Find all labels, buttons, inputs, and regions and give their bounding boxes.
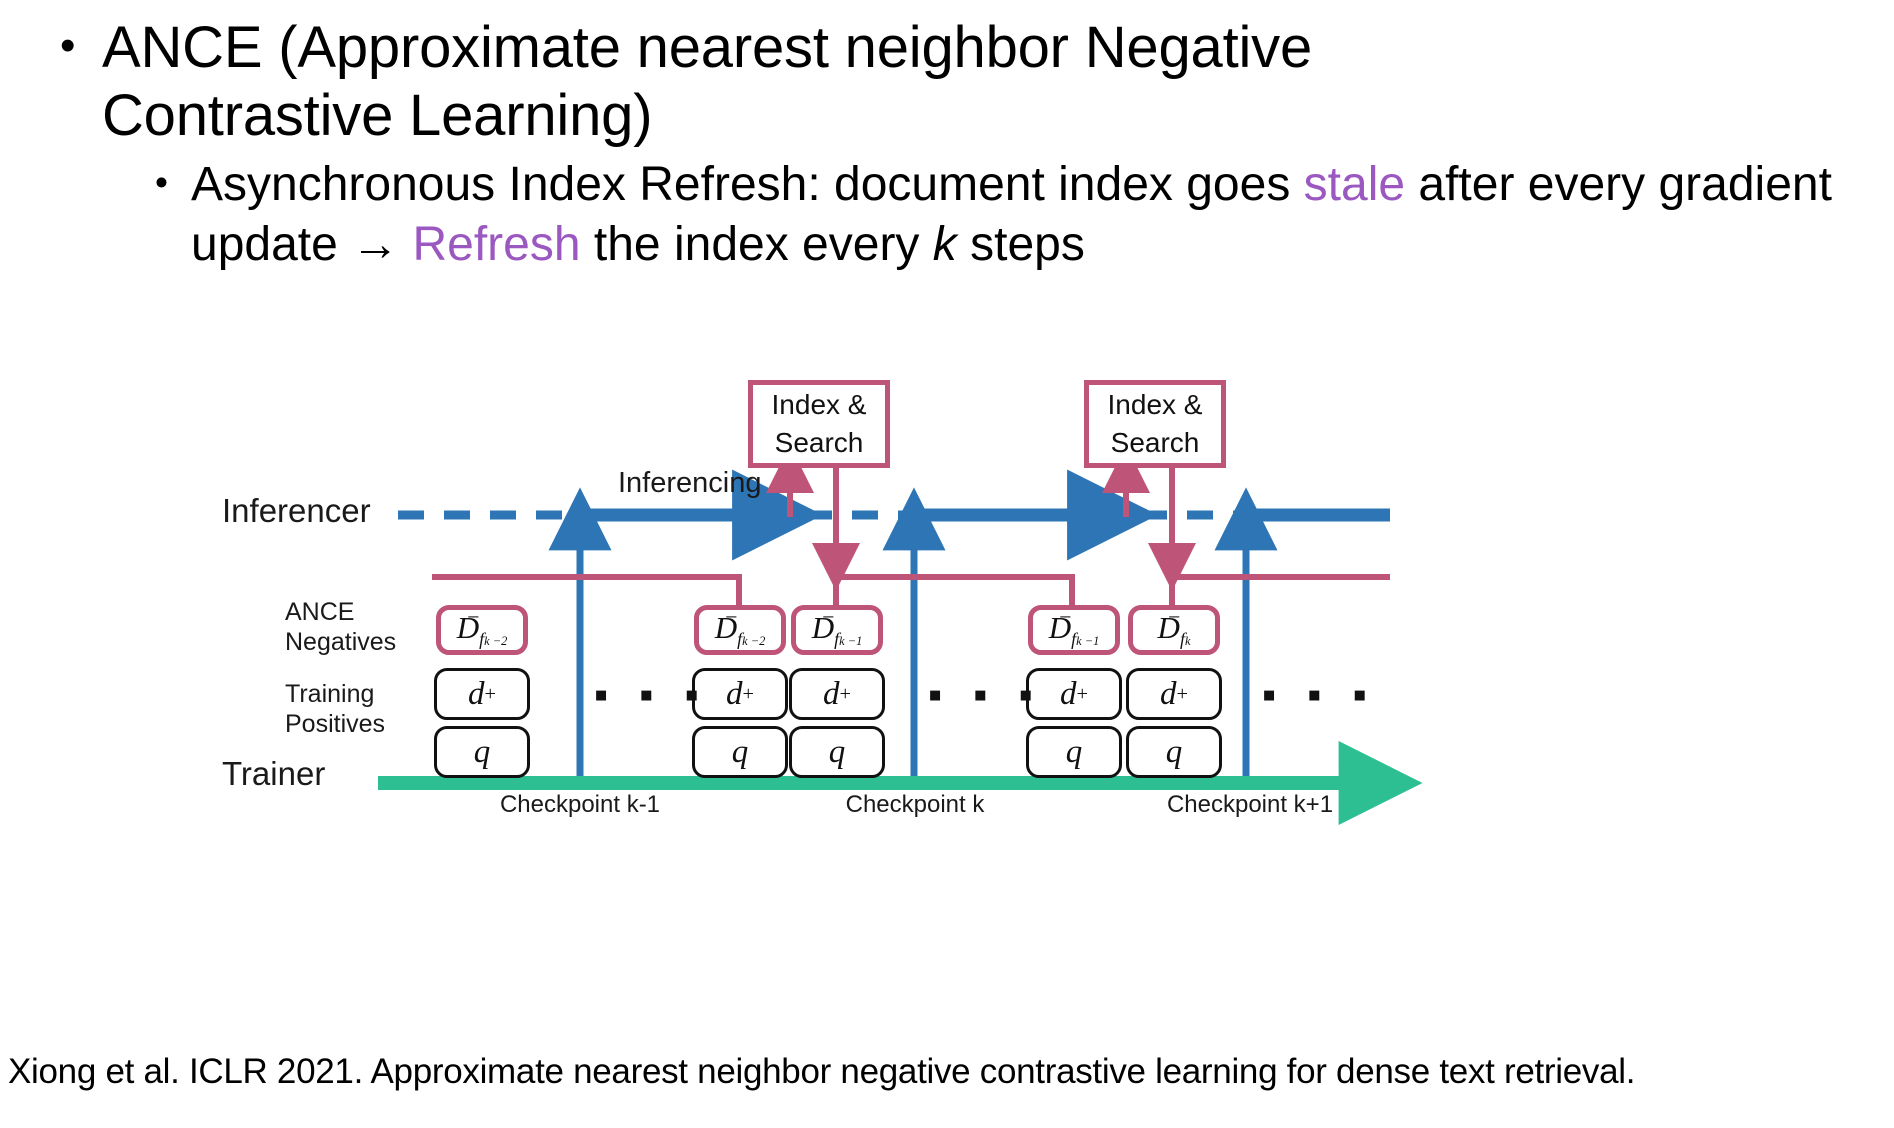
- training-positives-label-line2: Positives: [285, 709, 386, 738]
- positive-symbol: d: [1059, 675, 1077, 712]
- neg-box-2-sub-f: f: [834, 629, 840, 650]
- bullet2-part3: the index every: [580, 217, 933, 271]
- neg-box-1-sub-idx: k −2: [742, 634, 766, 649]
- ellipsis-3: ▪ ▪ ▪: [1262, 673, 1377, 717]
- checkpoint-label-k-plus-1: Checkpoint k+1: [1166, 791, 1334, 818]
- ance-negative-box-0[interactable]: D−fk −2: [436, 605, 528, 655]
- checkpoint-label-k: Checkpoint k: [845, 791, 985, 818]
- positive-superscript: +: [742, 682, 755, 705]
- query-box-1[interactable]: q: [692, 726, 788, 778]
- highlight-stale: stale: [1303, 158, 1406, 211]
- query-symbol: q: [1065, 733, 1083, 770]
- index-and-search-box-1[interactable]: Index & Search: [748, 380, 890, 468]
- training-positive-box-4[interactable]: d+: [1126, 668, 1222, 720]
- query-box-2[interactable]: q: [789, 726, 885, 778]
- ellipsis-2: ▪ ▪ ▪: [928, 673, 1043, 717]
- positive-symbol: d: [725, 675, 743, 712]
- neg-box-3-symbol: D−: [1048, 605, 1072, 645]
- ance-negatives-bus: [432, 574, 1390, 605]
- trainer-label: Trainer: [222, 755, 326, 792]
- bullet2-part1: Asynchronous Index Refresh: document ind…: [191, 158, 1304, 211]
- diagram-svg: [378, 445, 1423, 825]
- neg-box-0-sub-f: f: [479, 629, 485, 650]
- training-positives-row-label: Training Positives: [285, 680, 385, 739]
- index-refresh-arrows: [766, 445, 1196, 591]
- negatives-bus-seg-2b: [836, 574, 1075, 605]
- sub-bullet-marker-icon: •: [155, 162, 168, 203]
- index-and-search-box-2[interactable]: Index & Search: [1084, 380, 1226, 468]
- bullet2-italic-k: k: [932, 217, 957, 271]
- positive-superscript: +: [1176, 682, 1189, 705]
- source-citation-caption: Xiong et al. ICLR 2021. Approximate near…: [8, 1052, 1636, 1091]
- inferencing-label: Inferencing: [618, 467, 762, 499]
- neg-box-4-symbol: D−: [1157, 605, 1181, 645]
- bullet2-part4: steps: [956, 217, 1085, 271]
- training-positive-box-2[interactable]: d+: [789, 668, 885, 720]
- neg-box-1-symbol: D−: [714, 605, 738, 645]
- query-box-0[interactable]: q: [434, 726, 530, 778]
- ance-negative-box-1[interactable]: D−fk −2: [694, 605, 786, 655]
- ance-negative-box-4[interactable]: D−fk: [1128, 605, 1220, 655]
- neg-box-2-symbol: D−: [811, 605, 835, 645]
- query-symbol: q: [1165, 733, 1183, 770]
- training-positives-label-line1: Training: [285, 680, 375, 708]
- ance-training-pipeline-diagram: Inferencer Trainer Inferencing ANCE Nega…: [0, 355, 1894, 1035]
- neg-box-3-sub-f: f: [1071, 629, 1077, 650]
- training-positive-box-3[interactable]: d+: [1026, 668, 1122, 720]
- positive-superscript: +: [484, 682, 497, 705]
- bullet-level-1: • ANCE (Approximate nearest neighbor Neg…: [60, 14, 1760, 151]
- neg-box-0-symbol: D−: [456, 605, 480, 645]
- query-symbol: q: [828, 733, 846, 770]
- positive-symbol: d: [1159, 675, 1177, 712]
- index-search-line2: Search: [1110, 427, 1200, 458]
- neg-box-4-sub-f: f: [1179, 629, 1185, 650]
- negatives-bus-seg-1: [432, 574, 742, 605]
- index-search-line2: Search: [774, 427, 864, 458]
- ance-negative-box-3[interactable]: D−fk −1: [1028, 605, 1120, 655]
- ellipsis-1: ▪ ▪ ▪: [594, 673, 709, 717]
- query-symbol: q: [731, 733, 749, 770]
- checkpoint-risers: [548, 487, 1278, 780]
- positive-superscript: +: [1076, 682, 1089, 705]
- ance-negatives-label-line1: ANCE: [285, 598, 355, 626]
- bullet-level-2-text: Asynchronous Index Refresh: document ind…: [191, 155, 1885, 274]
- bullet-marker-icon: •: [60, 21, 76, 70]
- positive-superscript: +: [839, 682, 852, 705]
- query-box-4[interactable]: q: [1126, 726, 1222, 778]
- index-search-line1: Index &: [771, 389, 867, 421]
- positive-symbol: d: [467, 675, 485, 712]
- ance-negatives-label-line2: Negatives: [285, 627, 397, 656]
- training-positive-box-0[interactable]: d+: [434, 668, 530, 720]
- query-symbol: q: [473, 733, 491, 770]
- positive-symbol: d: [822, 675, 840, 712]
- ance-negative-box-2[interactable]: D−fk −1: [791, 605, 883, 655]
- neg-box-1-sub-f: f: [737, 629, 743, 650]
- neg-box-2-sub-idx: k −1: [839, 634, 863, 649]
- bullet-level-1-text: ANCE (Approximate nearest neighbor Negat…: [102, 15, 1313, 149]
- neg-box-0-sub-idx: k −2: [484, 634, 508, 649]
- neg-box-3-sub-idx: k −1: [1076, 634, 1100, 649]
- ance-negatives-row-label: ANCE Negatives: [285, 598, 396, 657]
- bullet2-part2: after every gradient update →: [191, 158, 1832, 271]
- bullet-level-2: • Asynchronous Index Refresh: document i…: [155, 155, 1885, 274]
- checkpoint-label-k-minus-1: Checkpoint k-1: [499, 791, 661, 818]
- neg-box-4-sub-idx: k: [1184, 634, 1191, 649]
- training-positive-box-1[interactable]: d+: [692, 668, 788, 720]
- query-box-3[interactable]: q: [1026, 726, 1122, 778]
- inferencer-label: Inferencer: [222, 492, 371, 529]
- index-search-line1: Index &: [1107, 389, 1203, 421]
- highlight-refresh: Refresh: [412, 217, 581, 271]
